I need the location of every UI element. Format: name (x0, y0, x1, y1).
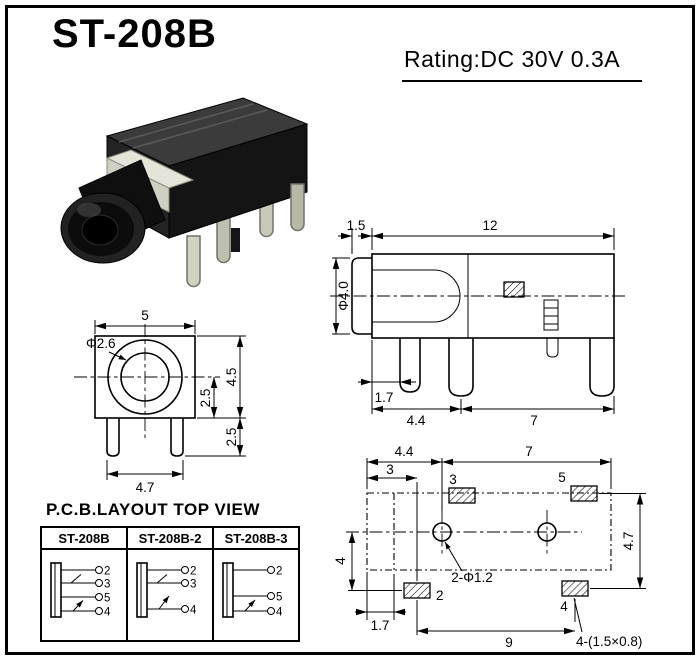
pad5-label: 5 (558, 470, 566, 485)
body-ridges (118, 103, 268, 149)
variant-name-st208b: ST-208B (40, 526, 128, 550)
variants-table: ST-208B ST-208B-2 ST-208B-3 2 (40, 526, 300, 642)
dim-edge-offset: 1.7 (371, 618, 390, 633)
variant-name-st208b2: ST-208B-2 (126, 526, 214, 550)
pad4-label: 4 (560, 599, 568, 614)
schematic-cell-st208b3: 2 5 4 (212, 548, 300, 642)
rating-text: Rating:DC 30V 0.3A (402, 46, 643, 82)
dim-width: 5 (141, 308, 149, 323)
dim-leg-span: 4.7 (136, 480, 155, 495)
pad2-label: 2 (436, 588, 444, 603)
pin-label: 4 (276, 607, 283, 619)
dim-height-right: 4.7 (621, 532, 636, 551)
schematic-st208b2: 2 3 4 (136, 562, 197, 618)
pin-label: 4 (104, 607, 111, 619)
schematic-st208b: 2 3 5 4 (50, 562, 111, 619)
dim-edge-to-hole: 4.4 (395, 444, 414, 459)
dim-pitch-a: 4.4 (407, 413, 426, 428)
pcb-layout-drawing: 3 5 2 4 2-Φ1.2 4.4 7 3 4 4.7 (333, 444, 646, 650)
dim-leg-length: 2.5 (224, 428, 239, 447)
dim-height-left: 4 (333, 557, 348, 565)
variant-name-st208b3: ST-208B-3 (212, 526, 300, 550)
mount-hole-left (432, 522, 452, 542)
side-view-drawing: 1.5 12 Φ4.0 1.7 4.4 7 (330, 218, 628, 428)
pcb-outline (346, 485, 612, 599)
schematic-st208b3: 2 5 4 (222, 562, 283, 619)
dim-barrel-diameter: Φ4.0 (336, 281, 351, 311)
hole-size-note: 2-Φ1.2 (451, 570, 493, 585)
dim-tip-length: 1.5 (347, 218, 366, 233)
connector-barrel (60, 159, 166, 264)
dim-height: 4.5 (224, 368, 239, 387)
pcb-dimensions: 3 5 2 4 2-Φ1.2 4.4 7 3 4 4.7 (333, 444, 646, 650)
dim-pin-offset: 1.7 (375, 390, 394, 405)
pin-label: 5 (276, 592, 282, 604)
side-outline (330, 253, 628, 397)
dim-pad-span: 9 (505, 635, 513, 650)
dim-hole-diameter: Φ2.6 (86, 336, 116, 351)
mount-hole-right (537, 522, 557, 542)
pad-4 (561, 580, 589, 597)
pad-5 (570, 485, 598, 502)
pad-2 (403, 582, 431, 599)
border-frame (5, 5, 695, 655)
front-view-drawing: 5 Φ2.6 2.5 4.5 2.5 4.7 (74, 308, 246, 495)
dim-center-to-bottom: 2.5 (198, 389, 213, 408)
schematic-cell-st208b2: 2 3 4 (126, 548, 214, 642)
pin-label: 3 (104, 579, 110, 591)
pad-3 (448, 487, 476, 504)
pin-label: 2 (276, 566, 282, 578)
pcb-layout-label: P.C.B.LAYOUT TOP VIEW (46, 500, 260, 519)
pin-label: 2 (190, 566, 196, 578)
pin-label: 2 (104, 566, 110, 578)
pad-size-note: 4-(1.5×0.8) (576, 634, 642, 649)
front-dimensions: 5 Φ2.6 2.5 4.5 2.5 4.7 (86, 308, 246, 495)
dim-body-length: 12 (482, 218, 497, 233)
pad3-label: 3 (449, 472, 457, 487)
dim-pitch-b: 7 (530, 413, 538, 428)
schematic-cell-st208b: 2 3 5 4 (40, 548, 128, 642)
variants-schematic-row: 2 3 5 4 (40, 548, 300, 642)
pin-label: 3 (190, 579, 196, 591)
dim-hole-to-edge: 7 (525, 444, 533, 459)
product-photo (60, 97, 309, 288)
connector-front-pins (186, 183, 305, 288)
front-outline (74, 324, 220, 457)
part-number-title: ST-208B (52, 12, 217, 56)
variants-header-row: ST-208B ST-208B-2 ST-208B-3 (40, 526, 300, 550)
side-dimensions: 1.5 12 Φ4.0 1.7 4.4 7 (332, 218, 615, 428)
dim-edge-to-pad2: 3 (386, 462, 394, 477)
pin-label: 5 (104, 593, 110, 605)
pin-label: 4 (190, 605, 197, 617)
